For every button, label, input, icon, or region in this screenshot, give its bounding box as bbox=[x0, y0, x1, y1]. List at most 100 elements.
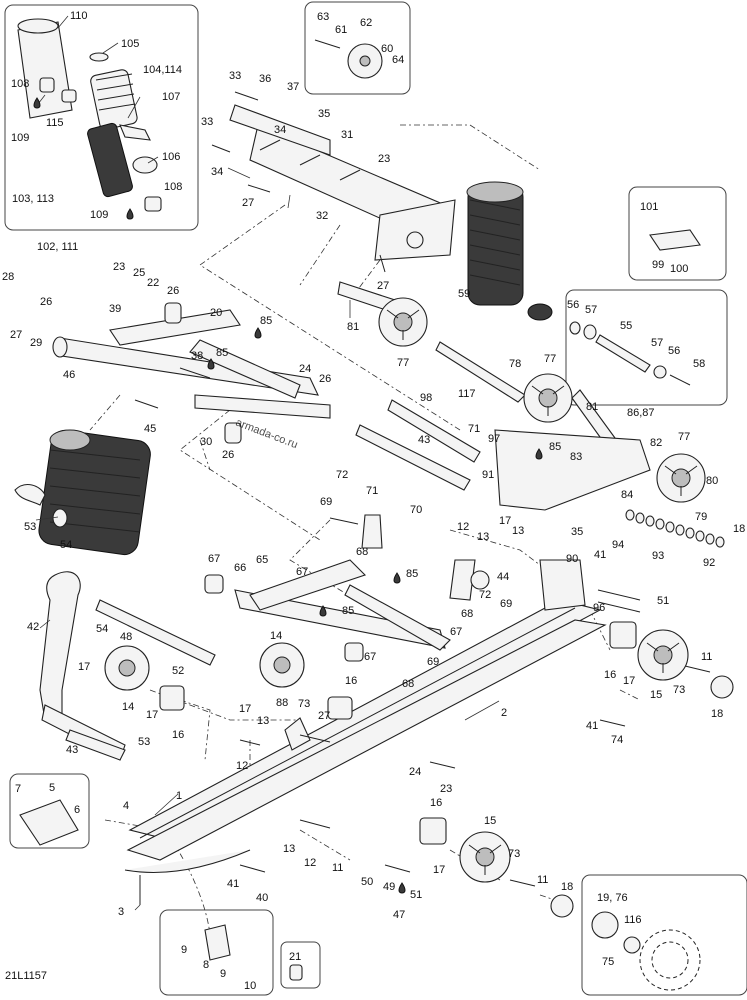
callout-label: 33 bbox=[229, 70, 241, 82]
callout-label: 69 bbox=[320, 496, 332, 508]
callout-label: 93 bbox=[652, 550, 664, 562]
callout-label: 109 bbox=[90, 209, 108, 221]
callout-label: 103, 113 bbox=[12, 193, 54, 205]
callout-label: 9 bbox=[181, 944, 187, 956]
callout-label: 85 bbox=[549, 441, 561, 453]
callout-label: 27 bbox=[318, 710, 330, 722]
callout-label: 81 bbox=[347, 321, 359, 333]
idler-wheels bbox=[104, 43, 734, 918]
callout-label: 12 bbox=[304, 857, 316, 869]
callout-label: 101 bbox=[640, 201, 658, 213]
callout-label: 56 bbox=[567, 299, 579, 311]
bolts bbox=[134, 39, 711, 905]
callout-label: 41 bbox=[227, 878, 239, 890]
callout-label: 54 bbox=[96, 623, 108, 635]
callout-label: 11 bbox=[537, 874, 548, 886]
callout-label: 108 bbox=[11, 78, 29, 90]
callout-label: 33 bbox=[201, 116, 213, 128]
callout-label: 109 bbox=[11, 132, 29, 144]
callout-label: 2 bbox=[501, 707, 507, 719]
callout-label: 30 bbox=[200, 436, 212, 448]
callout-label: 105 bbox=[121, 38, 139, 50]
callout-label: 85 bbox=[406, 568, 418, 580]
callout-label: 52 bbox=[172, 665, 184, 677]
washer-row bbox=[625, 509, 725, 548]
callout-label: 18 bbox=[561, 881, 573, 893]
callout-label: 75 bbox=[602, 956, 614, 968]
callout-label: 67 bbox=[208, 553, 220, 565]
callout-label: 7 bbox=[15, 783, 21, 795]
callout-label: 13 bbox=[512, 525, 524, 537]
callout-label: 10 bbox=[244, 980, 256, 992]
callout-label: 66 bbox=[234, 562, 246, 574]
callout-label: 17 bbox=[623, 675, 635, 687]
callout-label: 74 bbox=[611, 734, 623, 746]
shock-detail-parts bbox=[17, 18, 162, 212]
callout-label: 17 bbox=[433, 864, 445, 876]
callout-label: 26 bbox=[222, 449, 234, 461]
callout-label: 17 bbox=[146, 709, 158, 721]
callout-label: 6 bbox=[74, 804, 80, 816]
callout-label: 11 bbox=[701, 651, 712, 663]
callout-label: 67 bbox=[296, 566, 308, 578]
callout-label: 49 bbox=[383, 881, 395, 893]
callout-label: 72 bbox=[336, 469, 348, 481]
callout-label: 47 bbox=[393, 909, 405, 921]
callout-label: 102, 111 bbox=[37, 241, 78, 253]
callout-label: 65 bbox=[256, 554, 268, 566]
callout-label: 57 bbox=[585, 304, 597, 316]
axle-detail-box bbox=[565, 289, 728, 406]
callout-label: 23 bbox=[440, 783, 452, 795]
callout-label: 96 bbox=[593, 602, 605, 614]
callout-label: 19, 76 bbox=[597, 892, 628, 904]
callout-label: 71 bbox=[468, 423, 480, 435]
callout-label: 73 bbox=[508, 848, 520, 860]
callout-label: 5 bbox=[49, 782, 55, 794]
callout-label: 83 bbox=[570, 451, 582, 463]
callout-label: 117 bbox=[458, 388, 476, 400]
callout-label: 100 bbox=[670, 263, 688, 275]
callout-label: 64 bbox=[392, 54, 404, 66]
callout-label: 18 bbox=[711, 708, 723, 720]
oil-drop-icon bbox=[126, 208, 134, 220]
callout-label: 68 bbox=[356, 546, 368, 558]
callout-label: 39 bbox=[109, 303, 121, 315]
callout-label: 27 bbox=[10, 329, 22, 341]
callout-label: 36 bbox=[259, 73, 271, 85]
rear-arm-assembly bbox=[204, 559, 451, 662]
callout-label: 15 bbox=[484, 815, 496, 827]
callout-label: 12 bbox=[236, 760, 248, 772]
callout-label: 69 bbox=[500, 598, 512, 610]
callout-label: 97 bbox=[488, 433, 500, 445]
callout-label: 59 bbox=[458, 288, 470, 300]
callout-label: 60 bbox=[381, 43, 393, 55]
callout-label: 9 bbox=[220, 968, 226, 980]
callout-label: 8 bbox=[203, 959, 209, 971]
callout-label: 41 bbox=[594, 549, 606, 561]
callout-label: 62 bbox=[360, 17, 372, 29]
callout-label: 99 bbox=[652, 259, 664, 271]
callout-label: 44 bbox=[497, 571, 509, 583]
callout-label: 24 bbox=[299, 363, 311, 375]
callout-label: 45 bbox=[144, 423, 156, 435]
callout-labels: 110 105 104,114 108 107 115 109 106 103,… bbox=[2, 10, 745, 992]
callout-label: 106 bbox=[162, 151, 180, 163]
callout-label: 22 bbox=[147, 277, 159, 289]
callout-label: 92 bbox=[703, 557, 715, 569]
callout-label: 28 bbox=[2, 271, 14, 283]
callout-label: 25 bbox=[133, 267, 145, 279]
callout-label: 3 bbox=[118, 906, 124, 918]
callout-label: 110 bbox=[70, 10, 88, 22]
front-shock bbox=[14, 429, 151, 556]
callout-label: 58 bbox=[693, 358, 705, 370]
callout-label: 104,114 bbox=[143, 64, 182, 76]
callout-label: 34 bbox=[274, 124, 286, 136]
callout-label: 98 bbox=[420, 392, 432, 404]
callout-label: 13 bbox=[283, 843, 295, 855]
callout-label: 1 bbox=[176, 790, 182, 802]
callout-label: 63 bbox=[317, 11, 329, 23]
callout-label: 23 bbox=[113, 261, 125, 273]
callout-label: 51 bbox=[410, 889, 422, 901]
oil-drop-icon bbox=[535, 448, 543, 460]
